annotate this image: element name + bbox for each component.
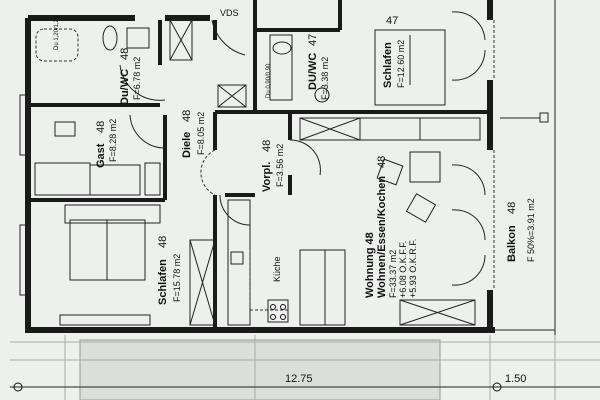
kitchen-label: Küche xyxy=(272,256,282,282)
svg-text:47: 47 xyxy=(307,34,319,46)
dimension-zone: 12.75 1.50 xyxy=(10,335,600,400)
svg-text:48: 48 xyxy=(506,202,518,214)
room-balkon-48: Balkon 48 F 50%=3.91 m2 xyxy=(506,198,536,262)
room-schlafen-47: Schlafen 47 F=12.60 m2 xyxy=(382,15,406,88)
doors xyxy=(119,11,486,286)
svg-text:48: 48 xyxy=(261,140,273,152)
svg-text:F=8.28 m2: F=8.28 m2 xyxy=(108,119,118,162)
shower-48-label: Du 1,20/1,20 xyxy=(54,15,60,50)
furniture xyxy=(34,19,481,326)
vds-label: VDS xyxy=(220,8,239,18)
svg-text:F=3.38 m2: F=3.38 m2 xyxy=(320,57,330,100)
svg-text:Vorpl.: Vorpl. xyxy=(261,162,273,192)
balcony xyxy=(495,0,556,335)
svg-text:48: 48 xyxy=(95,121,107,133)
svg-text:F=33.37 m2: F=33.37 m2 xyxy=(388,250,398,298)
svg-text:Gast: Gast xyxy=(95,143,107,168)
svg-text:DU/WC: DU/WC xyxy=(307,53,319,90)
svg-text:Du/WC: Du/WC xyxy=(119,69,131,105)
room-du-wc-47: DU/WC 47 F=3.38 m2 xyxy=(307,34,330,100)
svg-text:48: 48 xyxy=(181,110,193,122)
svg-text:Wohnen/Essen/Kochen: Wohnen/Essen/Kochen xyxy=(376,176,388,298)
room-wohnen-48: Wohnung 48 Wohnen/Essen/Kochen 48 F=33.3… xyxy=(364,156,418,298)
svg-text:Schlafen: Schlafen xyxy=(382,42,394,88)
dimension-main: 12.75 xyxy=(285,373,313,385)
svg-text:F=3.56 m2: F=3.56 m2 xyxy=(275,144,285,187)
svg-text:F=12.60 m2: F=12.60 m2 xyxy=(396,40,406,88)
svg-text:+5.93 O.K.R.F.: +5.93 O.K.R.F. xyxy=(408,239,418,298)
room-du-wc-48: Du/WC 48 F=6.78 m2 xyxy=(119,48,142,105)
svg-text:+6.08 O.K.F.F.: +6.08 O.K.F.F. xyxy=(398,241,408,298)
svg-text:Wohnung 48: Wohnung 48 xyxy=(364,232,376,298)
room-schlafen-48: Schlafen 48 F=15.78 m2 xyxy=(157,236,182,305)
svg-text:47: 47 xyxy=(386,15,398,27)
room-vorpl-48: Vorpl. 48 F=3.56 m2 xyxy=(261,140,285,192)
svg-text:F=6.78 m2: F=6.78 m2 xyxy=(132,57,142,100)
room-diele-48: Diele 48 F=8.05 m2 xyxy=(181,110,206,158)
svg-text:48: 48 xyxy=(376,156,388,168)
svg-text:48: 48 xyxy=(157,236,169,248)
svg-text:Balkon: Balkon xyxy=(506,225,518,262)
dimension-balcony: 1.50 xyxy=(505,373,526,385)
svg-text:F=8.05 m2: F=8.05 m2 xyxy=(196,112,206,155)
outer-walls xyxy=(19,0,495,333)
room-gast-48: Gast 48 F=8.28 m2 xyxy=(95,119,118,168)
svg-text:48: 48 xyxy=(119,48,131,60)
svg-text:F 50%=3.91 m2: F 50%=3.91 m2 xyxy=(526,198,536,262)
svg-text:F=15.78 m2: F=15.78 m2 xyxy=(172,254,182,302)
svg-text:Schlafen: Schlafen xyxy=(157,259,169,305)
shower-47-label: Du 0,90/0,90 xyxy=(266,63,272,98)
svg-text:Diele: Diele xyxy=(181,132,193,158)
